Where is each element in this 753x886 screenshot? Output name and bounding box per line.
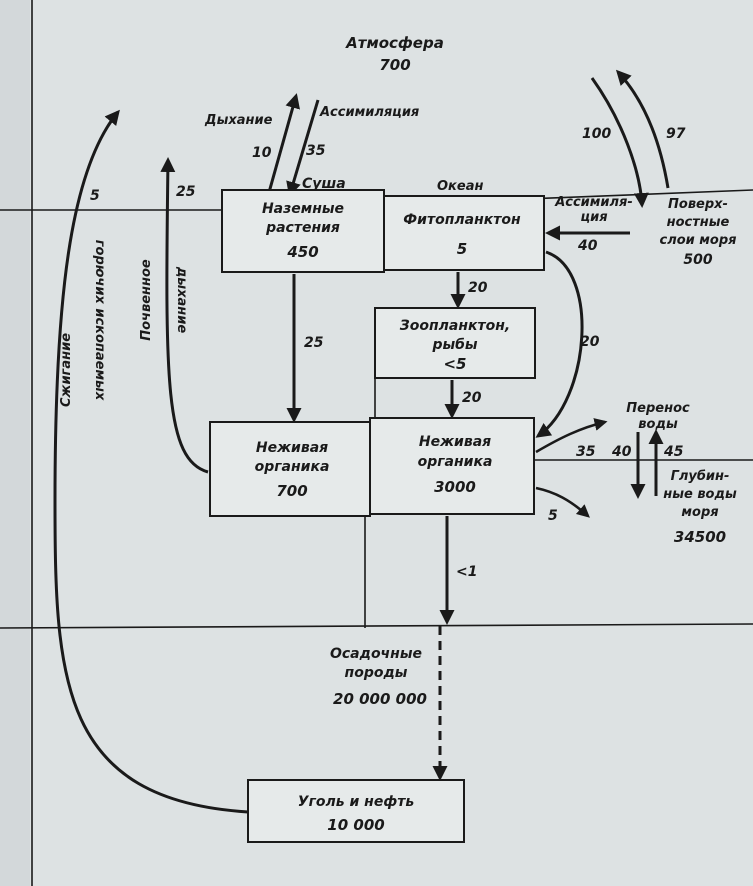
phytoplankton-value: 5 — [457, 240, 467, 258]
coal-oil-value: 10 000 — [327, 816, 384, 834]
soil-respiration-arrow — [160, 157, 209, 474]
land-dead-organic-line2: органика — [255, 459, 330, 475]
surface-water-line3: слои моря — [659, 233, 736, 248]
water-down-value: 40 — [611, 444, 632, 460]
atmosphere-value: 700 — [379, 56, 410, 74]
land-plants-value: 450 — [286, 243, 318, 261]
fossil-burning-line1: Сжигание — [59, 333, 74, 407]
ocean-uptake-value: 100 — [582, 126, 611, 142]
respiration-arrow — [266, 93, 300, 197]
sediments-line1: Осадочные — [330, 646, 422, 662]
phyto-to-dead-value: 20 — [580, 334, 600, 350]
soil-respiration-line2: дыхание — [174, 266, 189, 334]
ocean-dead-organic-line2: органика — [418, 454, 493, 470]
dead-to-deep-up-value: 35 — [576, 444, 596, 460]
phytoplankton-label: Фитопланктон — [403, 212, 521, 228]
deep-water-value: 34500 — [674, 528, 726, 546]
respiration-label: Дыхание — [204, 113, 273, 128]
dead-to-deep-up-arrow — [535, 418, 608, 454]
ocean-release-value: 97 — [666, 126, 686, 142]
coal-oil-label: Уголь и нефть — [298, 794, 415, 810]
coal-oil-box — [247, 779, 465, 843]
zooplankton-line1: Зоопланктон, — [400, 318, 510, 334]
deep-water-line3: моря — [681, 505, 718, 520]
atmosphere-label: Атмосфера — [345, 34, 444, 52]
fossil-burning-value: 5 — [90, 188, 100, 204]
fossil-burning-line2: горючих ископаемых — [92, 240, 107, 401]
ocean-label: Океан — [437, 179, 483, 194]
assimilation-label: Ассимиляция — [319, 105, 419, 120]
plants-to-dead-value: 25 — [304, 335, 324, 351]
zooplankton-value: <5 — [443, 355, 466, 373]
sediment-boundary — [0, 623, 753, 629]
phyto-to-zoo-value: 20 — [468, 280, 488, 296]
land-dead-organic-value: 700 — [276, 482, 307, 500]
assimilation-arrow — [286, 99, 320, 197]
zoo-to-dead-value: 20 — [462, 390, 482, 406]
ocean-assimilation-line1: Ассимиля- — [554, 195, 633, 210]
ocean-dead-organic-box — [369, 417, 535, 515]
sediments-value: 20 000 000 — [333, 690, 427, 708]
to-sediment-value: <1 — [456, 564, 477, 580]
ocean-assimilation-line2: ция — [580, 210, 607, 225]
land-dead-organic-line1: Неживая — [256, 440, 328, 456]
phyto-to-dead-arrow — [535, 250, 584, 438]
fossil-burning-arrow — [53, 109, 249, 814]
land-label: Суша — [302, 176, 346, 192]
dead-to-deep-down-value: 5 — [548, 508, 558, 524]
dead-to-deep-down-arrow — [535, 486, 590, 518]
land-plants-line2: растения — [265, 220, 340, 236]
respiration-value: 10 — [252, 145, 272, 161]
surface-water-line2: ностные — [667, 215, 730, 230]
soil-respiration-line1: Почвенное — [139, 259, 154, 341]
ocean-assimilation-value: 40 — [577, 238, 598, 254]
ocean-release-arrow — [615, 69, 670, 189]
zooplankton-line2: рыбы — [431, 337, 477, 353]
land-plants-box — [221, 189, 385, 273]
phytoplankton-box — [383, 195, 545, 271]
ocean-uptake-arrow — [590, 77, 649, 208]
sediments-line2: породы — [345, 665, 408, 681]
surface-water-line1: Поверх- — [668, 197, 728, 212]
water-transfer-line1: Перенос — [626, 401, 690, 416]
assimilation-value: 35 — [306, 143, 326, 159]
land-plants-line1: Наземные — [262, 201, 344, 217]
ocean-dead-organic-value: 3000 — [434, 478, 476, 496]
zooplankton-box — [374, 307, 536, 379]
deep-water-line2: ные воды — [663, 487, 737, 502]
ocean-dead-organic-line1: Неживая — [419, 434, 491, 450]
soil-respiration-value: 25 — [176, 184, 196, 200]
water-transfer-line2: воды — [638, 417, 678, 432]
surface-water-value: 500 — [683, 252, 712, 268]
water-up-value: 45 — [663, 444, 684, 460]
deep-water-line1: Глубин- — [671, 469, 730, 484]
